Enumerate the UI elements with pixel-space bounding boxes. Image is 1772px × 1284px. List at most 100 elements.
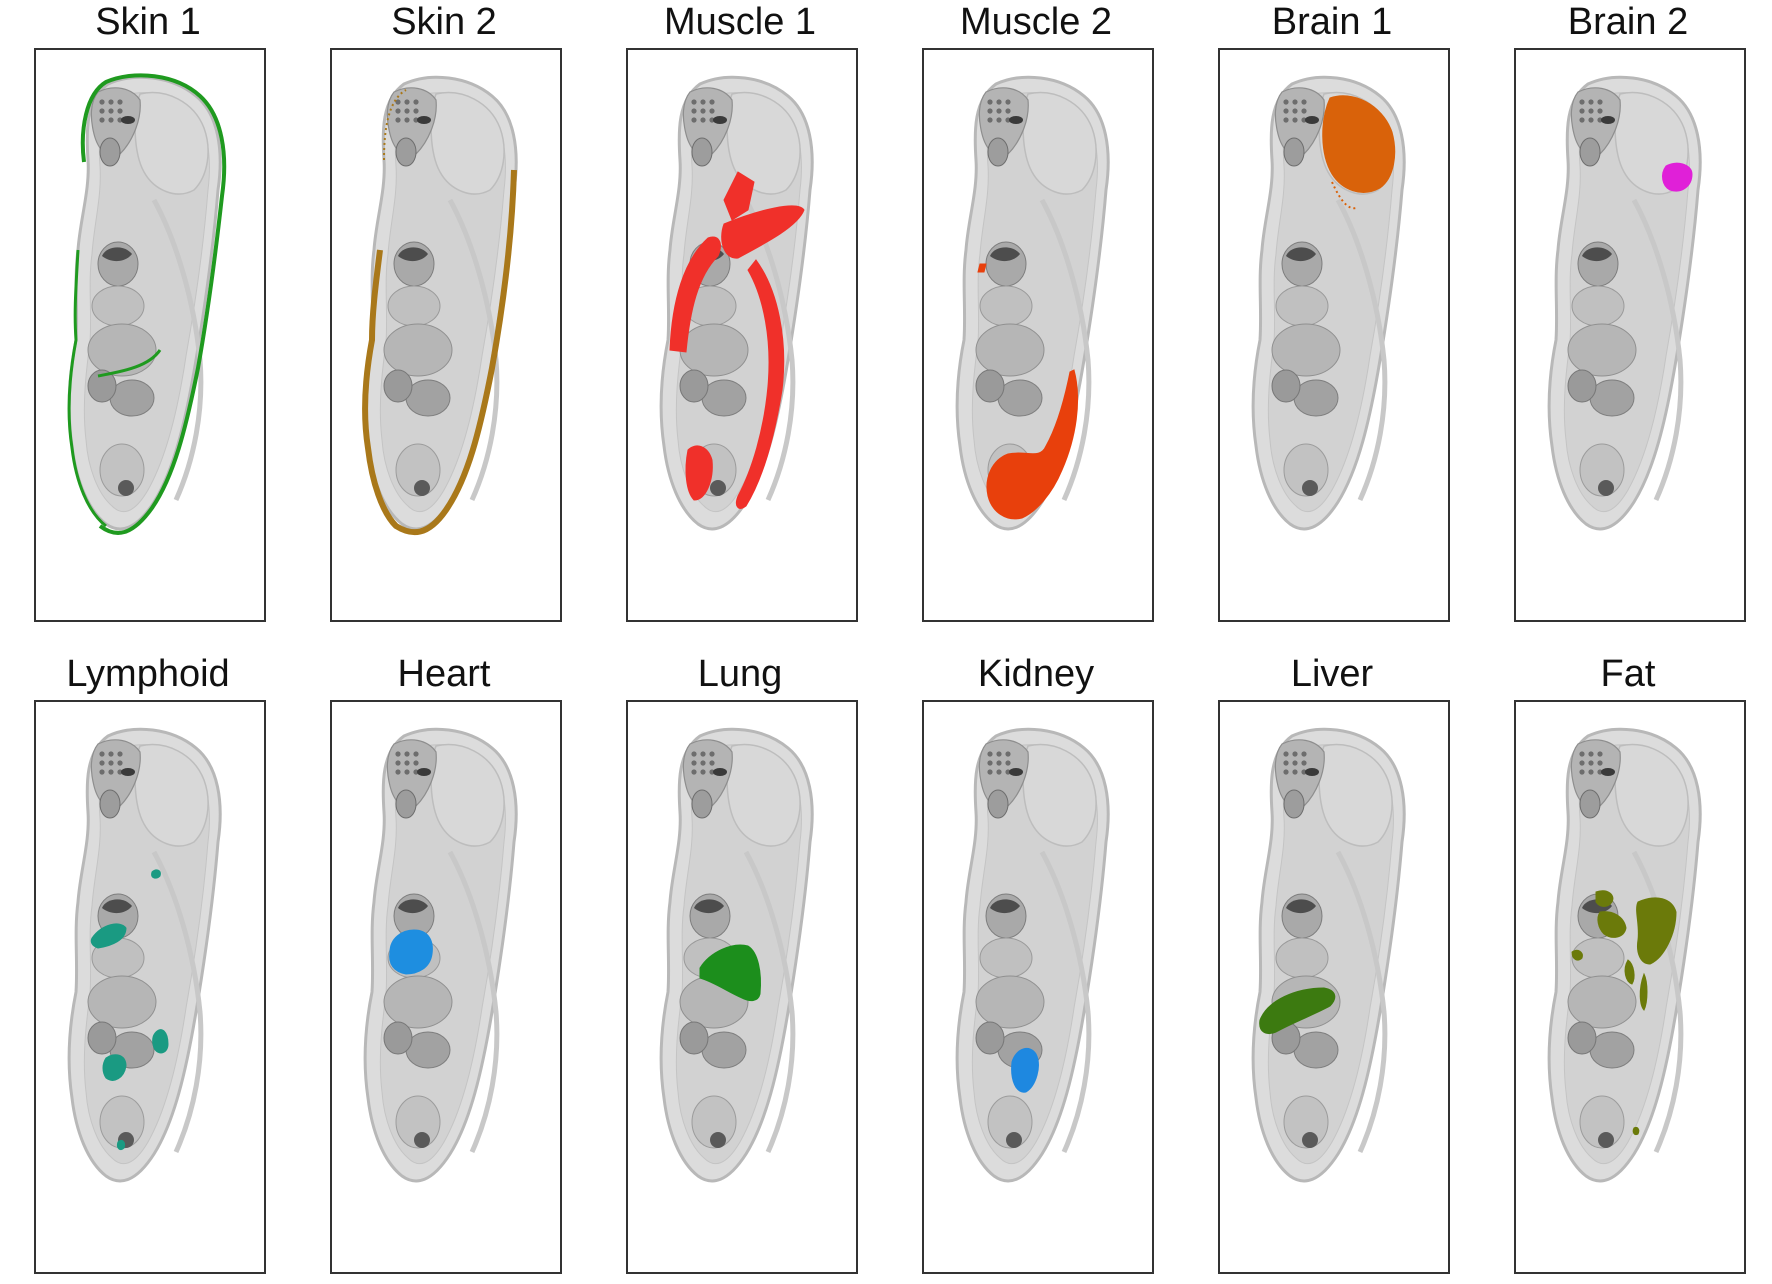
jaw-region xyxy=(395,137,417,167)
jaw-region xyxy=(691,137,713,167)
panel-image-frame xyxy=(922,48,1154,622)
nasal-texture-dot xyxy=(108,108,114,114)
panel-image-frame xyxy=(1218,700,1450,1274)
nasal-texture-dot xyxy=(709,760,715,766)
liver-region xyxy=(87,323,157,377)
liver-region xyxy=(87,975,157,1029)
panel-title: Muscle 1 xyxy=(663,1,817,43)
liver-region xyxy=(1567,323,1637,377)
brain-region xyxy=(1614,743,1689,847)
nasal-texture-dot xyxy=(1588,117,1594,123)
eye-mark xyxy=(417,116,431,124)
nasal-texture-dot xyxy=(996,108,1002,114)
panel-image-frame xyxy=(34,700,266,1274)
nasal-texture-dot xyxy=(1283,108,1289,114)
muscle-1-back xyxy=(735,259,785,509)
nasal-texture-dot xyxy=(1301,751,1307,757)
panel-image-frame xyxy=(1514,48,1746,622)
nasal-texture-dot xyxy=(395,751,401,757)
nasal-texture-dot xyxy=(1588,760,1594,766)
nasal-texture-dot xyxy=(1588,769,1594,775)
mouse-section-image xyxy=(924,50,1152,620)
eye-mark xyxy=(713,116,727,124)
nasal-texture-dot xyxy=(117,760,123,766)
heart-chamber xyxy=(398,247,428,262)
panel-title: Lung xyxy=(697,653,783,695)
nasal-texture-dot xyxy=(996,117,1002,123)
panel-muscle-2: Muscle 2 xyxy=(888,0,1184,632)
kidney-region xyxy=(109,379,155,417)
jaw-region xyxy=(987,137,1009,167)
pelvis-region xyxy=(1579,443,1625,497)
pelvis-dark-spot xyxy=(1598,1132,1614,1148)
nasal-texture-dot xyxy=(404,760,410,766)
nasal-texture-dot xyxy=(1005,751,1011,757)
kidney-region xyxy=(701,379,747,417)
panel-skin-1: Skin 1 xyxy=(0,0,296,632)
mouse-section-image xyxy=(36,50,264,620)
panel-image-frame xyxy=(922,700,1154,1274)
nasal-texture-dot xyxy=(691,769,697,775)
panel-image-frame xyxy=(1514,700,1746,1274)
nasal-texture-dot xyxy=(1579,760,1585,766)
nasal-texture-dot xyxy=(1588,751,1594,757)
liver-overlay xyxy=(1259,987,1336,1034)
brain-1-fragments xyxy=(1331,181,1357,210)
spine-line xyxy=(1631,850,1684,1154)
fat-deposit-6 xyxy=(1639,972,1648,1011)
nasal-texture-dot xyxy=(1005,117,1011,123)
kidney-region xyxy=(1589,1031,1635,1069)
nasal-texture-dot xyxy=(99,751,105,757)
nasal-texture-dot xyxy=(691,117,697,123)
nasal-texture-dot xyxy=(691,99,697,105)
pelvis-dark-spot xyxy=(118,480,134,496)
pelvis-region xyxy=(1283,443,1329,497)
brain-region xyxy=(1022,743,1097,847)
heart-chamber xyxy=(990,247,1020,262)
panel-lung: Lung xyxy=(592,652,888,1284)
gut-region xyxy=(383,369,413,403)
nasal-texture-dot xyxy=(395,769,401,775)
pelvis-region xyxy=(395,1095,441,1149)
jaw-region xyxy=(395,789,417,819)
pelvis-region xyxy=(1579,1095,1625,1149)
nasal-texture-dot xyxy=(413,769,419,775)
brain-region xyxy=(134,743,209,847)
lung-region xyxy=(979,937,1033,979)
mouse-section-image xyxy=(332,50,560,620)
nasal-texture-dot xyxy=(1301,117,1307,123)
mouse-section-image xyxy=(1516,50,1744,620)
skin-2-head-dots xyxy=(383,89,407,161)
nasal-texture-dot xyxy=(1292,751,1298,757)
nasal-texture-dot xyxy=(1283,769,1289,775)
pelvis-dark-spot xyxy=(414,480,430,496)
kidney-region xyxy=(997,379,1043,417)
nasal-texture-dot xyxy=(395,117,401,123)
nasal-texture-dot xyxy=(987,117,993,123)
heart-overlay xyxy=(389,929,433,975)
eye-mark xyxy=(1601,116,1615,124)
nasal-texture-dot xyxy=(1292,117,1298,123)
nasal-texture-dot xyxy=(709,108,715,114)
nasal-texture-dot xyxy=(395,760,401,766)
kidney-region xyxy=(405,1031,451,1069)
mouse-section-image xyxy=(1516,702,1744,1272)
nasal-texture-dot xyxy=(987,769,993,775)
gut-region xyxy=(1271,369,1301,403)
jaw-region xyxy=(691,789,713,819)
nasal-texture-dot xyxy=(404,117,410,123)
skin2-overlay xyxy=(362,89,517,536)
jaw-region xyxy=(1579,789,1601,819)
nasal-texture-dot xyxy=(987,760,993,766)
jaw-region xyxy=(99,789,121,819)
skin-1-contour xyxy=(80,73,227,535)
heart-chamber xyxy=(1286,899,1316,914)
nasal-texture-dot xyxy=(1597,108,1603,114)
nasal-texture-dot xyxy=(709,769,715,775)
muscle-2-hind-limb xyxy=(986,369,1079,520)
skin-1-left-contour xyxy=(67,249,107,528)
nasal-texture-dot xyxy=(996,769,1002,775)
gut-region xyxy=(383,1021,413,1055)
eye-mark xyxy=(1305,116,1319,124)
brain1-overlay xyxy=(1322,95,1396,210)
